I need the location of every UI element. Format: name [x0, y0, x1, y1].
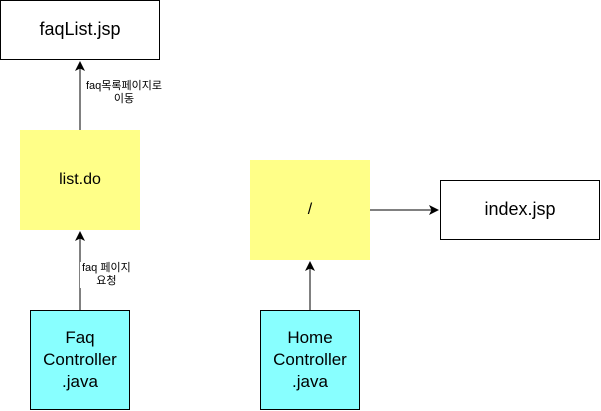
faqlist-jsp-node: faqList.jsp — [0, 0, 160, 60]
edge-label-move-to-faq-list-page: faq목록페이지로 이동 — [84, 80, 165, 106]
index-jsp-node: index.jsp — [440, 180, 600, 240]
edge-label-faq-page-request: faq 페이지 요청 — [80, 262, 133, 288]
home-controller-label: Home Controller .java — [273, 328, 347, 391]
faqlist-jsp-label: faqList.jsp — [39, 19, 121, 40]
root-action-node: / — [250, 160, 370, 260]
root-action-label: / — [307, 201, 313, 219]
home-controller-node: Home Controller .java — [260, 310, 360, 410]
faq-controller-node: Faq Controller .java — [30, 310, 130, 410]
list-do-node: list.do — [20, 130, 140, 230]
faq-controller-label: Faq Controller .java — [43, 328, 117, 391]
index-jsp-label: index.jsp — [484, 199, 556, 220]
list-do-label: list.do — [59, 171, 101, 189]
